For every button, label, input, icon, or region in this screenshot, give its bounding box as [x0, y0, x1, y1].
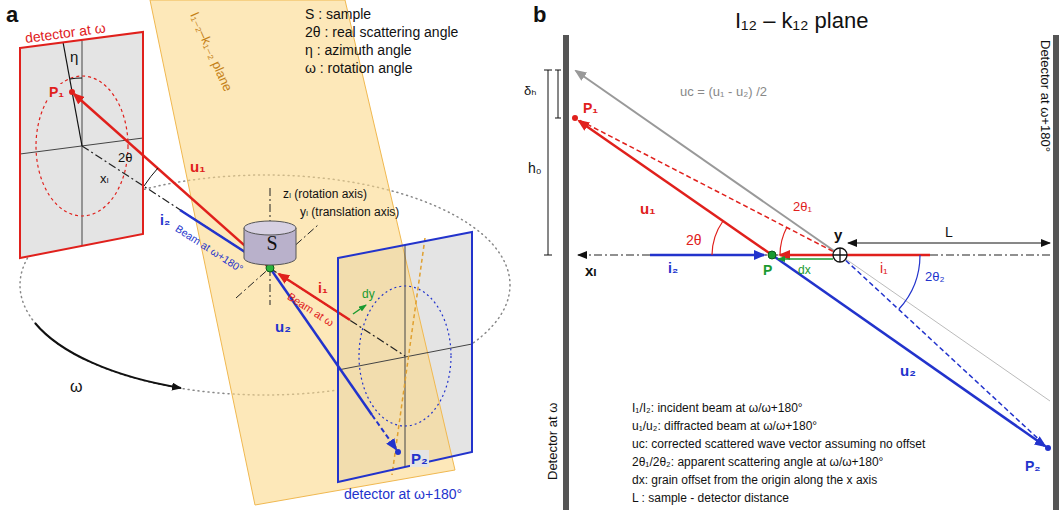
label-text: u₁: [640, 200, 655, 217]
panel-outline: [338, 232, 472, 482]
detector-label: detector at ω+180°: [344, 486, 462, 502]
spot: [572, 115, 578, 121]
vector-extension: [840, 255, 1050, 401]
label-text: u₁: [190, 158, 205, 175]
incident-beam: [650, 254, 764, 257]
label-text: dx: grain offset from the origin along t…: [632, 474, 877, 488]
drawing-part: [338, 344, 472, 370]
offset-arrow: [778, 258, 833, 260]
detector-cross: [20, 41, 472, 467]
label-text: 2θ₁: [793, 200, 812, 215]
label-text: η : azimuth angle: [305, 42, 412, 58]
detector-bar: [1053, 35, 1059, 510]
label-text: yₗ (translation axis): [300, 206, 399, 220]
detector-panel: detector at ω: [18, 18, 146, 262]
height-bracket: [544, 70, 552, 255]
label-text: Detector at ω+180°: [1037, 40, 1052, 152]
apparent-beam: [577, 119, 840, 255]
diffracted-beam: [372, 415, 396, 449]
label-text: P₁: [48, 84, 65, 100]
diffracted-beam: [772, 255, 1045, 446]
label-text: δₕ: [524, 84, 537, 99]
label-text: L: [945, 224, 953, 240]
label-text: P₂: [410, 450, 429, 467]
node-outline: [336, 228, 476, 506]
diffracted-beam: [579, 121, 772, 255]
label-text: 2θ₁/2θ₂: apparent scattering angle at ω/…: [632, 456, 883, 470]
label-text: dy: [362, 288, 375, 302]
label-text: 2θ₂: [925, 270, 945, 285]
translation-axis: [236, 225, 318, 298]
plane-trace: [392, 238, 425, 475]
angle-arc: [780, 227, 787, 255]
label-text: I₁₂ – k₁₂ plane: [735, 8, 868, 33]
offset-arrow: [353, 305, 366, 314]
label-text: xₗ: [585, 262, 597, 279]
diffracted-beam: [270, 268, 372, 415]
label-text: u₁/u₂: diffracted beam at ω/ω+180°: [632, 420, 817, 434]
sample-label: S: [243, 232, 301, 255]
label-text: η: [70, 48, 78, 65]
detector-face: [20, 32, 143, 258]
label-text: I₁/I₂: incident beam at ω/ω+180°: [632, 402, 803, 416]
azimuth-line: [63, 42, 82, 146]
azimuth-arc: [70, 78, 82, 79]
incident-beam: [780, 254, 930, 257]
label-text: P₂: [1025, 458, 1041, 474]
label-text: zₗ (rotation axis): [283, 188, 367, 202]
sample-cylinder: S: [243, 220, 301, 266]
label-text: i₂: [160, 212, 170, 228]
label-text: u₂: [275, 318, 291, 335]
label-text: L : sample - detector distance: [632, 492, 789, 506]
label-text: h₀: [528, 160, 542, 176]
label-text: a: [6, 2, 18, 27]
scattering-plane: [150, 0, 455, 505]
x-axis: [578, 254, 1050, 255]
origin-cross: [833, 248, 847, 262]
offset-bracket: [555, 70, 561, 118]
angle-arc: [899, 255, 920, 309]
spot: [395, 449, 401, 455]
label-text: b: [533, 2, 546, 27]
label-text: y: [834, 226, 842, 243]
grain-dot: [768, 251, 776, 259]
label-text: S : sample: [305, 6, 371, 22]
label-text: ω : rotation angle: [305, 60, 412, 76]
beam-axis: [82, 146, 405, 356]
label-text: Detector at ω: [546, 403, 561, 480]
apparent-beam: [840, 255, 1046, 446]
label-text: i₂: [668, 260, 678, 276]
spot: [1045, 445, 1051, 451]
angle-arc: [712, 221, 723, 255]
label-text: u₂: [900, 362, 916, 379]
label-text: i₁: [880, 260, 888, 276]
node-outline: [18, 18, 146, 262]
label-text: ω: [70, 378, 83, 396]
label-text: 2θ: [118, 151, 132, 166]
angle-arc: [144, 168, 158, 186]
label-text: uc = (u₁ - u₂) /2: [680, 85, 767, 100]
label-text: P₁: [583, 100, 598, 116]
label-text: 2θ: [686, 232, 702, 248]
origin-symbol: [833, 248, 847, 262]
panel-outline: [20, 32, 143, 258]
corrected-vector: [576, 71, 840, 255]
label-text: i₁: [318, 280, 328, 296]
label-text: uc: corrected scattered wave vector assu…: [632, 438, 925, 452]
spot: [69, 89, 75, 95]
label-text: xₗ: [100, 172, 109, 187]
rotation-arrow: [35, 323, 181, 388]
label-text: P: [763, 262, 772, 278]
distance-arrow: [848, 243, 1050, 244]
detector-bar: [563, 35, 569, 510]
label-text: dx: [798, 264, 811, 278]
detector-panel: detector at ω+180°: [336, 228, 476, 506]
label-text: 2θ : real scattering angle: [305, 24, 458, 40]
